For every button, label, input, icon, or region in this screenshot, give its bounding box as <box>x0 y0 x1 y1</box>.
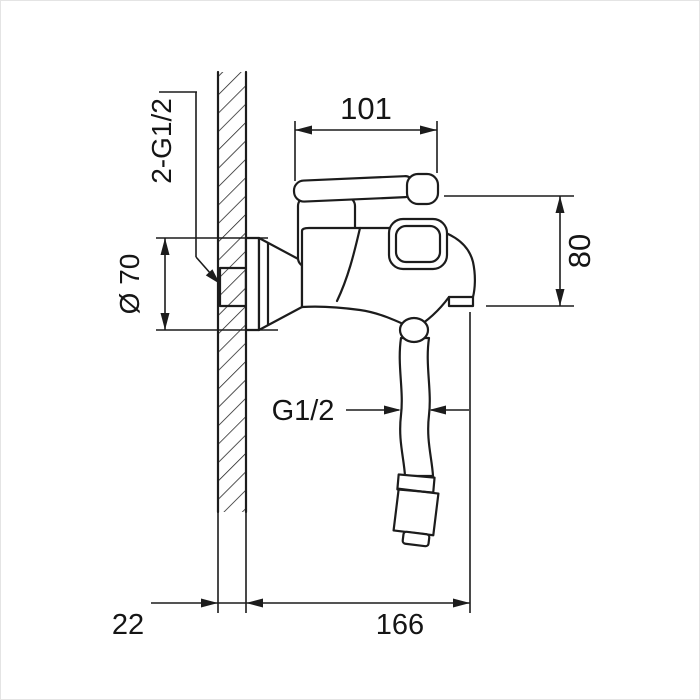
dimension-top-width: 101 <box>294 91 438 181</box>
arrow-left-tip <box>429 405 446 415</box>
hose-knurled-nut <box>392 487 440 537</box>
arrow-up <box>555 196 565 213</box>
body-side-plate <box>387 217 449 271</box>
arrow-spout-end <box>453 598 470 608</box>
hose-end-tip <box>401 530 431 548</box>
faucet-body <box>300 217 476 331</box>
dim-166-label: 166 <box>376 609 424 641</box>
wall-hatch-fill <box>218 72 246 512</box>
handle-end-cap <box>405 172 440 206</box>
faucet-assembly <box>244 172 476 548</box>
dimension-bottom: 22 166 <box>112 312 471 641</box>
shower-hose <box>392 316 440 548</box>
arrow-down <box>555 289 565 306</box>
inlet-thread-label: 2-G1/2 <box>146 98 177 184</box>
body-inner-curve <box>335 226 362 303</box>
leader-arrow <box>205 269 220 284</box>
dimension-hose-thread: G1/2 <box>272 395 469 427</box>
handle-lever <box>292 175 417 203</box>
hose-connection-nut <box>398 316 430 344</box>
escutcheon-taper <box>257 236 304 332</box>
hose-flex-tube <box>398 336 435 478</box>
arrow-left <box>295 125 312 135</box>
dim-80-label: 80 <box>562 234 597 268</box>
arrow-wall-front <box>201 598 218 608</box>
hose-thread-label: G1/2 <box>272 395 335 427</box>
body-side-plate-inner <box>394 224 442 264</box>
arrow-right-tip <box>384 405 401 415</box>
dim-70-label: Ø 70 <box>114 254 145 315</box>
arrow-wall-back <box>246 598 263 608</box>
dim-101-label: 101 <box>340 91 392 126</box>
arrow-right <box>420 125 437 135</box>
escutcheon-flange <box>244 236 261 332</box>
escutcheon-cone <box>244 236 304 332</box>
dim-22-label: 22 <box>112 609 144 641</box>
dimension-body-height: 80 <box>444 195 597 307</box>
faucet-handle <box>292 172 440 206</box>
arrow-down <box>160 313 170 330</box>
callout-inlet-thread: 2-G1/2 <box>146 91 220 284</box>
wall-section <box>216 70 248 514</box>
dimension-escutcheon-diameter: Ø 70 <box>114 237 278 331</box>
arrow-up <box>160 238 170 255</box>
